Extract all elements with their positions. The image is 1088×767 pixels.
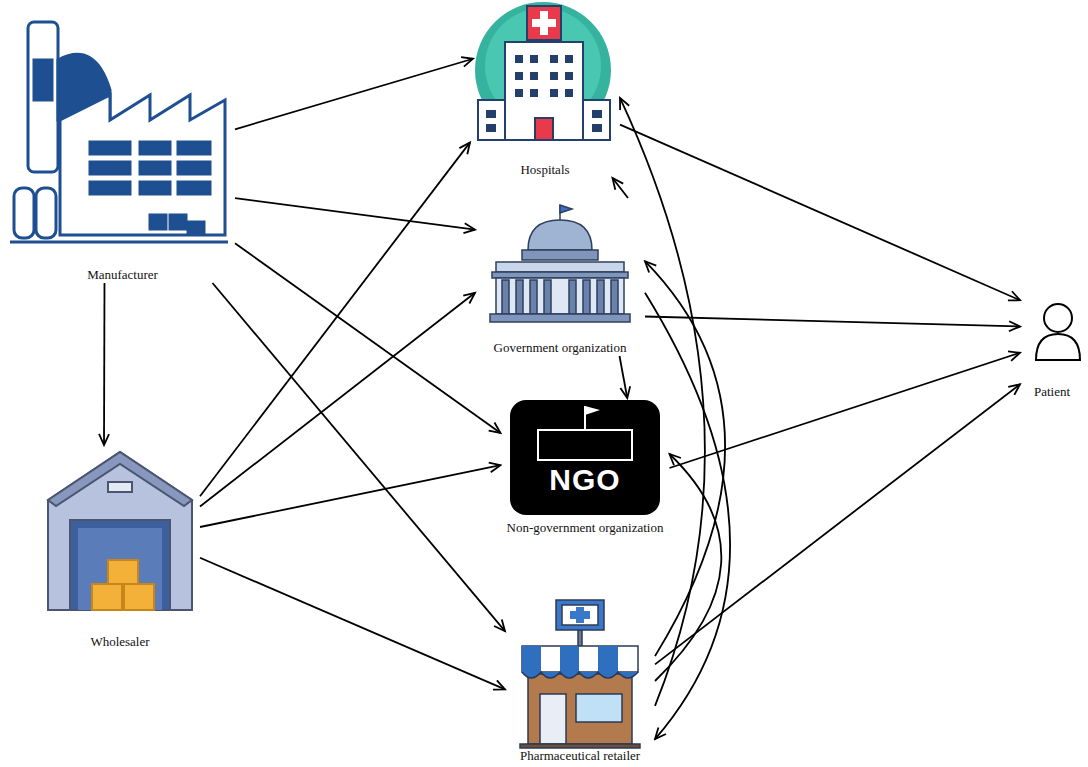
flow-arrow [235,243,501,433]
node-caption: Pharmaceutical retailer [518,748,642,764]
node-caption: Wholesaler [88,634,151,650]
flow-arrow [620,125,1020,301]
flow-arrow [620,98,705,706]
wholesaler-node: Wholesaler [40,445,200,650]
factory-icon [10,22,228,242]
flow-arrow [200,293,475,507]
government-icon [490,205,630,322]
pharmacy-icon [520,600,640,748]
hospital-node: Hospitals [470,0,620,178]
patient-icon [1036,304,1080,360]
warehouse-icon [48,452,192,610]
node-caption: Hospitals [518,162,571,178]
flow-arrow [655,384,1020,664]
flow-arrow [213,283,506,631]
flow-arrow [200,558,505,690]
node-caption: Manufacturer [85,267,160,283]
manufacturer-node: Manufacturer [10,18,235,283]
flow-arrow [103,283,105,445]
flow-arrow [620,356,628,398]
node-caption: Non-government organization [505,520,666,536]
node-caption: Government organization [492,340,629,356]
flow-arrow [645,261,725,656]
flow-arrow [670,353,1021,468]
flow-arrow [200,465,501,527]
flow-arrow [235,59,473,130]
patient-node: Patient [1020,295,1084,400]
retailer-node: Pharmaceutical retailer [505,598,655,764]
node-caption: Patient [1032,384,1072,400]
ngo-node: NGO Non-government organization [501,398,670,538]
government-node: Government organization [475,198,645,356]
hospital-icon [475,2,611,140]
badge-text: NGO [549,460,620,500]
ngo-icon [510,400,660,515]
flow-arrow [645,293,730,739]
flow-arrow [645,317,1020,327]
flow-arrow [235,198,475,229]
flow-arrow [613,178,629,198]
flow-arrow [200,142,470,496]
